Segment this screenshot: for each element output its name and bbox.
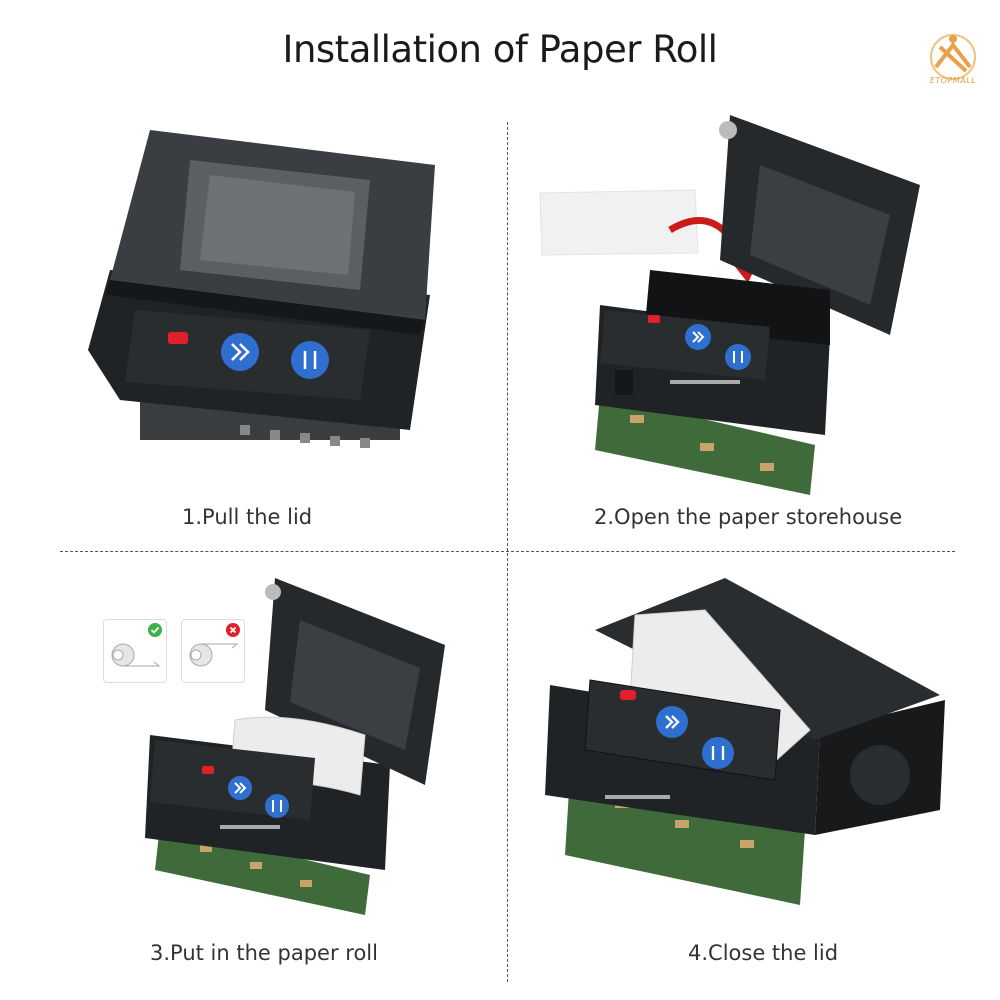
step-3-printer-image <box>145 578 445 915</box>
step-1-caption: 1.Pull the lid <box>182 505 313 529</box>
paper-roll-incorrect-icon <box>189 643 239 667</box>
roll-hint-incorrect-card <box>181 619 245 683</box>
vertical-divider <box>507 122 508 982</box>
step-2-caption: 2.Open the paper storehouse <box>594 505 903 529</box>
step-4-printer-image <box>545 578 945 905</box>
roll-hint-correct-card <box>103 619 167 683</box>
brand-logo-text: ETOPMALL <box>929 76 977 85</box>
brand-logo <box>930 34 976 80</box>
step-1-printer-image <box>88 130 435 448</box>
cross-icon <box>226 623 240 637</box>
paper-roll-correct-icon <box>111 643 161 667</box>
page-title: Installation of Paper Roll <box>282 28 718 71</box>
horizontal-divider <box>60 551 955 552</box>
step-3-caption: 3.Put in the paper roll <box>150 941 378 965</box>
step-4-caption: 4.Close the lid <box>688 941 839 965</box>
check-icon <box>148 623 162 637</box>
step-2-printer-image <box>539 115 920 495</box>
